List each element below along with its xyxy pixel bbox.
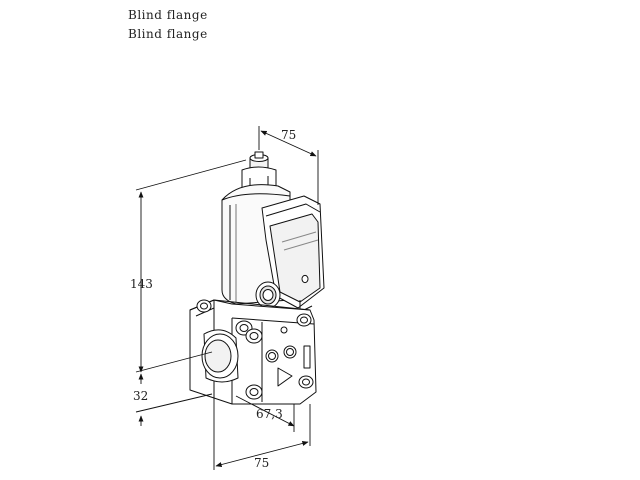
blind-flange — [201, 329, 239, 383]
valve-device — [189, 151, 325, 405]
dim-flange-offset: 32 — [133, 389, 148, 403]
cable-gland — [255, 281, 281, 309]
dim-port-distance: 67,3 — [256, 407, 283, 421]
caption-line-2: Blind flange — [128, 27, 208, 41]
caption-line-1: Blind flange — [128, 8, 208, 22]
screws — [196, 299, 314, 400]
dim-top-width: 75 — [281, 128, 296, 142]
plug-housing — [261, 195, 325, 313]
dimension-lines — [135, 126, 319, 470]
dim-height: 143 — [130, 277, 153, 291]
dim-bottom-width: 75 — [254, 456, 269, 470]
pressure-ports — [265, 326, 311, 387]
